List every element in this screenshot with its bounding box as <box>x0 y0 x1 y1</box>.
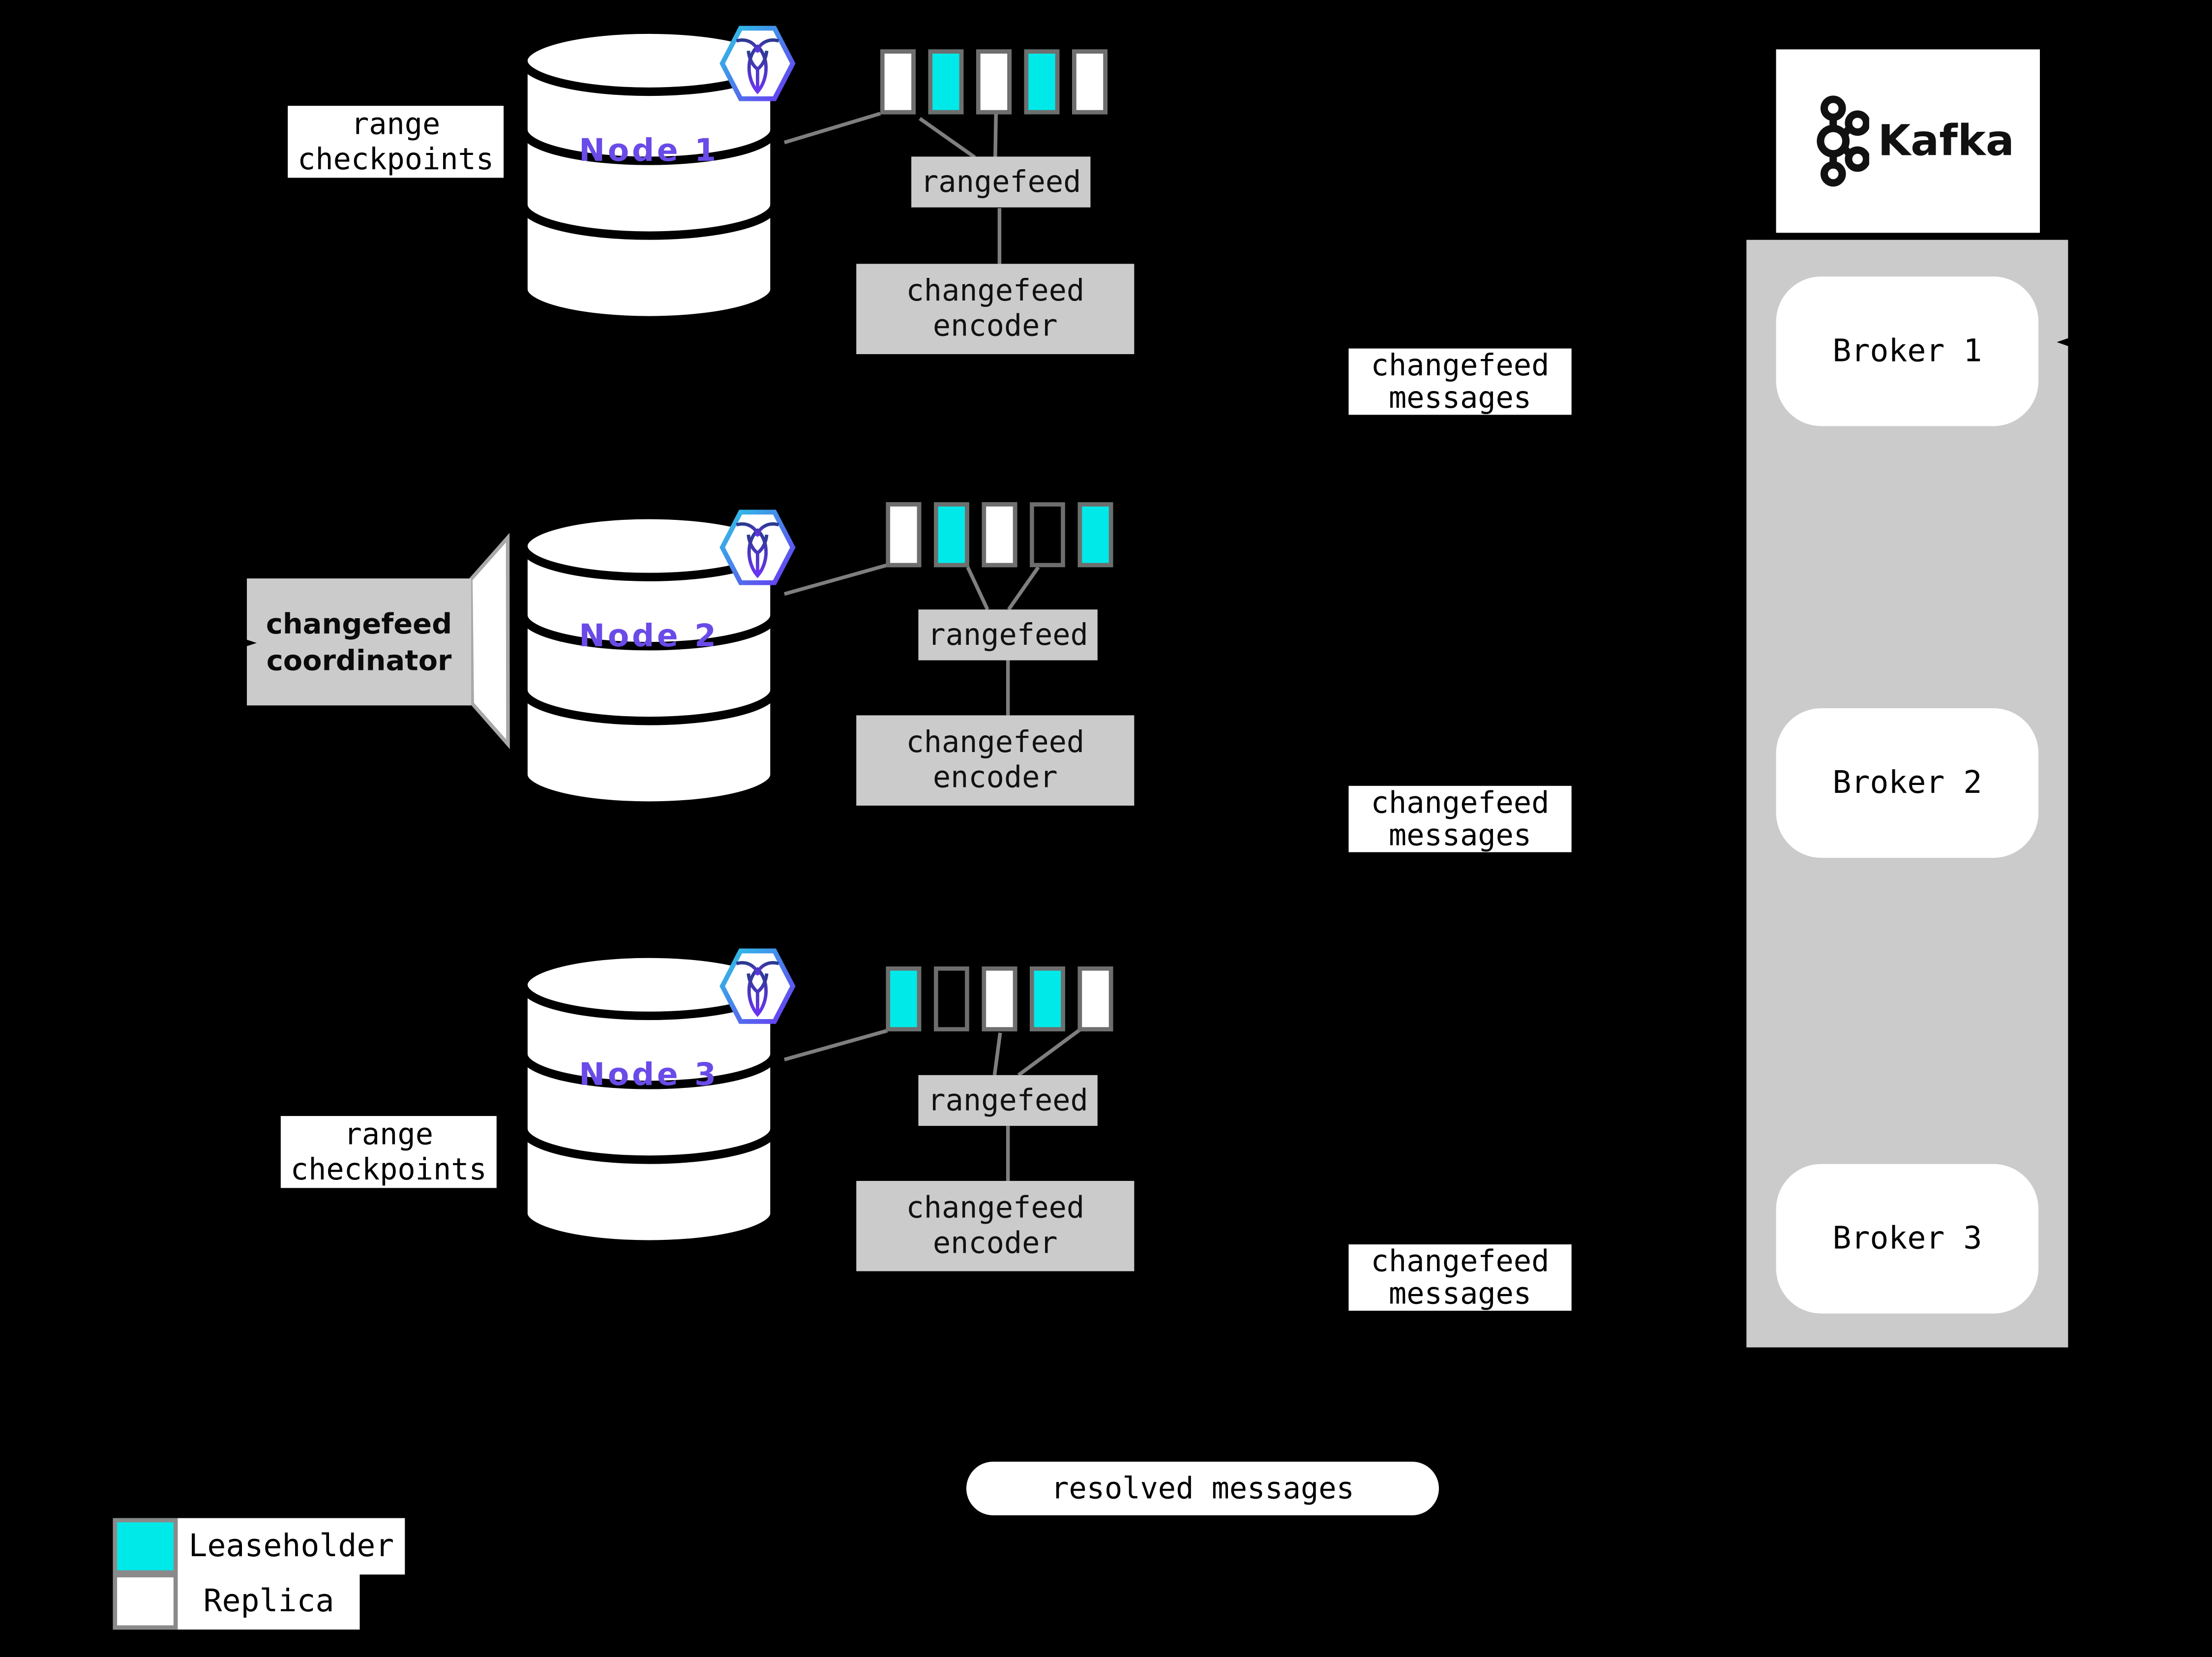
node-label: Node 2 <box>579 619 719 655</box>
rangefeed-box: rangefeed <box>911 156 1091 208</box>
legend-leaseholder-text: Leaseholder <box>188 1529 394 1564</box>
range-checkpoints-label: range checkpoints <box>280 1116 497 1188</box>
range-leaseholder-square <box>934 502 969 568</box>
node-label: Node 3 <box>579 1058 719 1094</box>
messages-label-line2: messages <box>1388 817 1532 852</box>
broker-label: Broker 1 <box>1832 333 1982 369</box>
range-replica-square <box>1077 966 1113 1031</box>
broker-card: Broker 2 <box>1776 708 2039 858</box>
range-replica-square <box>982 966 1017 1031</box>
legend-swatch-replica <box>113 1573 178 1630</box>
cockroachdb-logo-icon <box>719 26 796 101</box>
range-leaseholder-square <box>1024 49 1060 115</box>
encoder-label-line2: encoder <box>932 309 1058 343</box>
changefeed-encoder-box: changefeed encoder <box>856 715 1135 806</box>
messages-label-line1: changefeed <box>1371 348 1550 382</box>
changefeed-encoder-box: changefeed encoder <box>856 264 1135 355</box>
encoder-label-line2: encoder <box>932 1226 1058 1260</box>
kafka-logo-icon <box>1817 95 1870 187</box>
encoder-label-line2: encoder <box>932 760 1058 795</box>
cockroachdb-logo-icon <box>719 948 796 1024</box>
rangefeed-label: rangefeed <box>927 1083 1088 1117</box>
kafka-logo-box: Kafka <box>1776 49 2040 233</box>
resolved-messages-label: resolved messages <box>1051 1471 1354 1506</box>
range-squares <box>880 49 1107 115</box>
changefeed-messages-label: changefeed messages <box>1348 348 1572 415</box>
resolved-messages-pill: resolved messages <box>966 1461 1439 1515</box>
messages-label-line1: changefeed <box>1371 785 1550 819</box>
cockroachdb-logo-icon <box>719 510 796 585</box>
legend-label: Replica <box>178 1573 360 1630</box>
changefeed-encoder-box: changefeed encoder <box>856 1181 1135 1271</box>
range-replica-square <box>880 49 916 115</box>
messages-label-line2: messages <box>1388 380 1532 414</box>
range-leaseholder-square <box>886 966 922 1031</box>
changefeed-messages-label: changefeed messages <box>1348 1243 1572 1311</box>
range-squares <box>886 502 1113 568</box>
range-replica-square <box>1072 49 1107 115</box>
legend-replica-text: Replica <box>203 1584 334 1619</box>
range-checkpoints-label: range checkpoints <box>288 106 504 178</box>
messages-label-line2: messages <box>1388 1276 1532 1310</box>
rangefeed-box: rangefeed <box>918 609 1098 661</box>
node-cylinder <box>519 949 779 1249</box>
changefeed-messages-label: changefeed messages <box>1348 785 1572 852</box>
kafka-title: Kafka <box>1878 116 2015 166</box>
node-label: Node 1 <box>579 134 719 170</box>
broker-card: Broker 3 <box>1776 1164 2039 1314</box>
range-empty-square <box>1030 502 1065 568</box>
range-replica-square <box>976 49 1012 115</box>
range-empty-square <box>934 966 969 1031</box>
broker-label: Broker 2 <box>1832 765 1982 801</box>
broker-label: Broker 3 <box>1832 1221 1982 1257</box>
rangefeed-label: rangefeed <box>927 617 1088 651</box>
range-leaseholder-square <box>1077 502 1113 568</box>
rangefeed-label: rangefeed <box>921 164 1081 199</box>
range-replica-square <box>982 502 1017 568</box>
coordinator-label-line2: coordinator <box>266 643 452 677</box>
messages-label-line1: changefeed <box>1371 1243 1550 1278</box>
coordinator-flag <box>469 533 510 750</box>
node-cylinder <box>519 511 779 810</box>
range-leaseholder-square <box>928 49 964 115</box>
legend-label: Leaseholder <box>178 1518 405 1575</box>
legend-swatch-leaseholder <box>113 1518 178 1575</box>
encoder-label-line1: changefeed <box>906 725 1085 759</box>
node-cylinder <box>519 25 779 325</box>
range-leaseholder-square <box>1030 966 1065 1031</box>
broker-card: Broker 1 <box>1776 276 2039 426</box>
coordinator-label-line1: changefeed <box>266 606 452 641</box>
encoder-label-line1: changefeed <box>906 273 1085 308</box>
range-replica-square <box>886 502 922 568</box>
range-checkpoints-line1: range <box>351 106 441 141</box>
range-checkpoints-line2: checkpoints <box>298 142 494 176</box>
rangefeed-box: rangefeed <box>918 1075 1098 1126</box>
range-checkpoints-line1: range <box>344 1116 433 1151</box>
range-checkpoints-line2: checkpoints <box>290 1152 487 1186</box>
changefeed-coordinator-box: changefeed coordinator <box>247 578 472 706</box>
range-squares <box>886 966 1113 1031</box>
encoder-label-line1: changefeed <box>906 1191 1085 1225</box>
